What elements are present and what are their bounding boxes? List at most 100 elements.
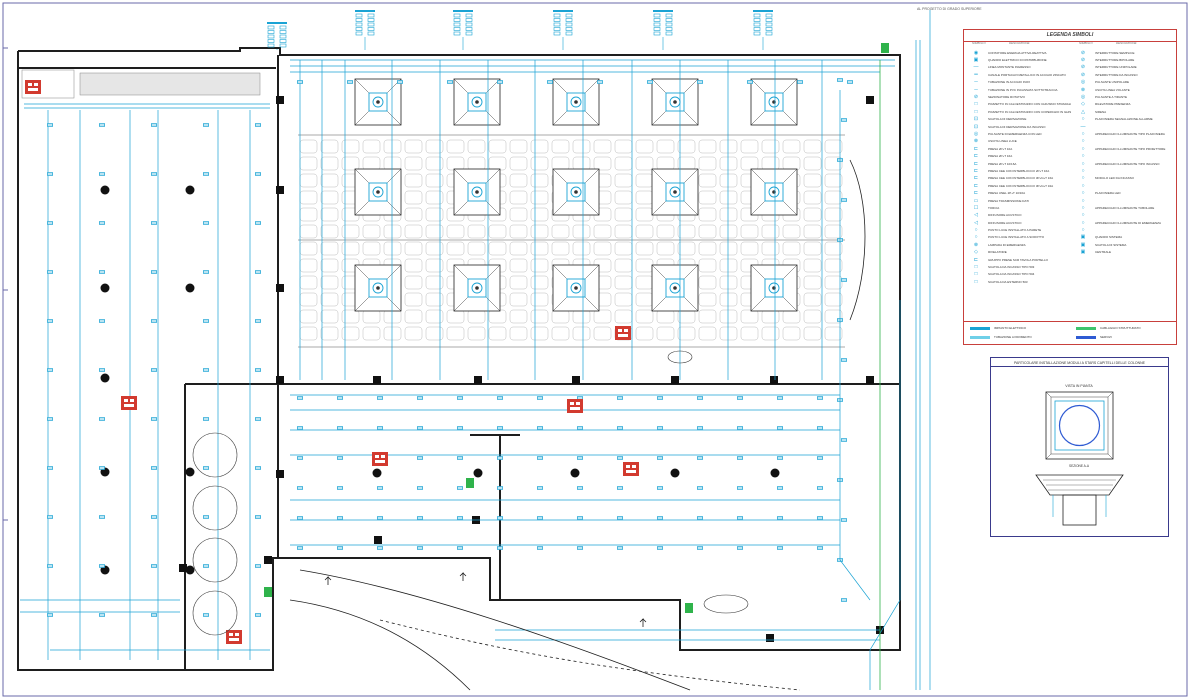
light-fixture [697, 426, 703, 430]
light-fixture [337, 426, 343, 430]
seat [719, 292, 738, 307]
seat [341, 139, 360, 154]
light-icon: ○ [974, 227, 978, 234]
electrical-panel [25, 80, 41, 94]
seat [446, 156, 465, 171]
light-fixture [777, 486, 783, 490]
light-fixture [657, 516, 663, 520]
panel-breaker [28, 83, 32, 86]
legend-label: PUNTO LUCE INSTALLATO A SOFFITTO [988, 235, 1045, 240]
light-fixture [841, 198, 847, 202]
legend-row: ○APPARECCHIO ILLUMINANTE TIPO PROIETTORE [1071, 145, 1178, 152]
light-icon: ○ [1081, 219, 1085, 226]
seat [824, 139, 843, 154]
seat [404, 241, 423, 256]
seat [299, 190, 318, 205]
seat [698, 173, 717, 188]
light-icon: ○ [1081, 116, 1085, 123]
electrical-panel [567, 399, 583, 413]
switchboard-breaker [765, 31, 773, 36]
legend-row: ▣QUADRO SISTEMA [1071, 234, 1178, 241]
light-fixture [841, 518, 847, 522]
legend-row: ◁DIFFUSORE ACUSTICO [964, 212, 1071, 219]
legend-row: ◇RILEVATORE PRESENZA [1071, 101, 1178, 108]
seat [425, 326, 444, 341]
legend-label: PRESA CEE CON INTERBLOCCO 2P+T 16A [988, 168, 1050, 173]
light-fixture [337, 516, 343, 520]
panel-breaker [624, 329, 628, 332]
seat [383, 156, 402, 171]
seat [425, 241, 444, 256]
seat [467, 139, 486, 154]
panel-breaker [235, 633, 239, 636]
switchboard-breaker [279, 30, 287, 34]
legend-label: INTERRUTTORE BIPOLARE [1095, 58, 1135, 63]
light-fixture [203, 417, 209, 421]
data-panel [685, 603, 693, 613]
light-fixture [255, 270, 261, 274]
legend-label: PRESA CEE CON INTERBLOCCO 3P+N+T 16A [988, 176, 1054, 181]
seat [425, 275, 444, 290]
light-fixture [737, 546, 743, 550]
electrical-panel [372, 452, 388, 466]
light-fixture [297, 456, 303, 460]
column-round [372, 468, 382, 478]
switchboard-breaker [267, 43, 275, 48]
skylight-core [574, 190, 578, 194]
switchboard-breaker [665, 22, 673, 27]
switchboard-breaker [367, 22, 375, 27]
seat [803, 309, 822, 324]
seat [593, 326, 612, 341]
light-fixture [737, 396, 743, 400]
light-fixture [417, 546, 423, 550]
light-fixture [151, 319, 157, 323]
switchboard-breaker [653, 13, 661, 18]
legend-footer-item: TUBAZIONE A PAVIMENTO [970, 335, 1032, 339]
panel-breaker [626, 465, 630, 468]
seat [761, 156, 780, 171]
panel-breaker [130, 399, 134, 402]
legend-row: ○ [1071, 138, 1178, 145]
switchboard-breaker [355, 18, 363, 22]
legend-row: ○PLAFONIERA LED [1071, 189, 1178, 196]
arc-wall [849, 159, 866, 321]
switchboard-breaker [367, 13, 375, 18]
switchboard-breaker [753, 31, 761, 36]
seat [698, 292, 717, 307]
entry-arrows [324, 572, 647, 627]
light-fixture [99, 515, 105, 519]
switchboard-schematic [453, 10, 473, 50]
skylight [651, 78, 699, 126]
seat [446, 241, 465, 256]
skylight [750, 264, 798, 312]
skylight [750, 168, 798, 216]
light-fixture [617, 516, 623, 520]
light-icon: ○ [1081, 167, 1085, 174]
button-icon: ◎ [973, 130, 979, 137]
seat [299, 241, 318, 256]
seat [299, 309, 318, 324]
socket-icon: ⊏ [973, 153, 979, 160]
seat [551, 139, 570, 154]
light-fixture [47, 270, 53, 274]
seat [404, 173, 423, 188]
switchboard-breaker [355, 31, 363, 36]
skylight [651, 168, 699, 216]
panel-breaker [632, 465, 636, 468]
panel-body [226, 630, 242, 644]
seat [404, 224, 423, 239]
light-icon: ○ [1081, 212, 1085, 219]
lamp-icon: ⊗ [973, 241, 979, 248]
speaker-icon: ◁ [974, 219, 978, 226]
switchboard-schematic [267, 22, 287, 50]
seat [509, 190, 528, 205]
box-icon: □ [974, 278, 978, 285]
light-fixture [417, 486, 423, 490]
seat [719, 241, 738, 256]
skylight [651, 264, 699, 312]
legend-row: □SCATOLA DA INCASSO TIPO 503 [964, 263, 1071, 270]
light-fixture [697, 80, 703, 84]
electrical-panels [25, 43, 889, 644]
panel-breaker [124, 404, 134, 407]
